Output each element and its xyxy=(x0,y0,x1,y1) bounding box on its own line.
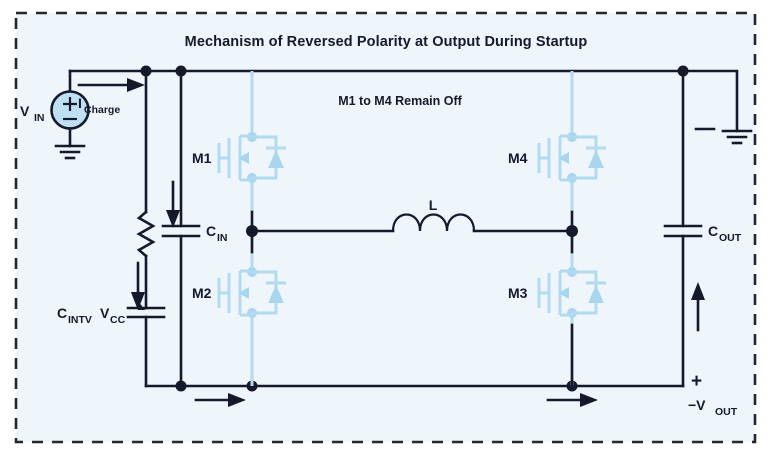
resistor-intvcc xyxy=(136,210,156,258)
mosfet-m4: M4 xyxy=(508,71,606,212)
inductor-l: L xyxy=(250,197,574,233)
junction-bottom-cin xyxy=(175,380,187,392)
cintvcc-label-sub2: CC xyxy=(110,314,126,326)
m1-label: M1 xyxy=(192,150,212,166)
voltage-source-vin: V IN xyxy=(20,69,90,160)
cin-label: C xyxy=(206,223,216,239)
arrow-cin-charging xyxy=(166,180,180,228)
source-plus-icon xyxy=(63,97,77,111)
vin-label-sub: IN xyxy=(34,112,45,124)
inductor-label: L xyxy=(429,197,438,213)
branch-cin: C IN xyxy=(161,69,228,388)
switch-node-right xyxy=(566,225,578,237)
vout-label-sub: OUT xyxy=(715,406,738,418)
arrow-icharge-top: I Charge xyxy=(77,78,145,116)
arrow-return-right xyxy=(546,393,598,407)
cintvcc-label-sub1: INTV xyxy=(68,314,92,326)
cintvcc-label: C xyxy=(57,305,67,321)
vin-label: V xyxy=(20,103,30,119)
cin-label-sub: IN xyxy=(217,232,228,244)
arrow-return-left xyxy=(194,393,246,407)
arrow-output-return xyxy=(691,282,705,332)
ground-input xyxy=(54,144,86,160)
capacitor-cout: C OUT xyxy=(663,69,742,388)
mosfet-m2: M2 xyxy=(192,231,286,386)
arrow-cintvcc-charging xyxy=(131,261,145,310)
cintvcc-label-v: V xyxy=(100,305,110,321)
polarity-plus-bottom: + xyxy=(691,371,702,392)
figure-title: Mechanism of Reversed Polarity at Output… xyxy=(185,34,588,50)
mosfet-m1: M1 xyxy=(192,71,286,212)
cout-label: C xyxy=(708,223,718,239)
cout-label-sub: OUT xyxy=(719,232,742,244)
branch-intvcc: C INTV V CC xyxy=(57,69,166,388)
vout-label: −V xyxy=(688,397,706,413)
m3-label: M3 xyxy=(508,285,528,301)
figure-note: M1 to M4 Remain Off xyxy=(338,94,462,108)
icharge-label: I xyxy=(78,95,82,111)
ground-output xyxy=(681,69,753,145)
m4-label: M4 xyxy=(508,150,528,166)
m2-label: M2 xyxy=(192,285,212,301)
icharge-label-sub: Charge xyxy=(84,104,120,116)
panel-border xyxy=(14,11,757,444)
